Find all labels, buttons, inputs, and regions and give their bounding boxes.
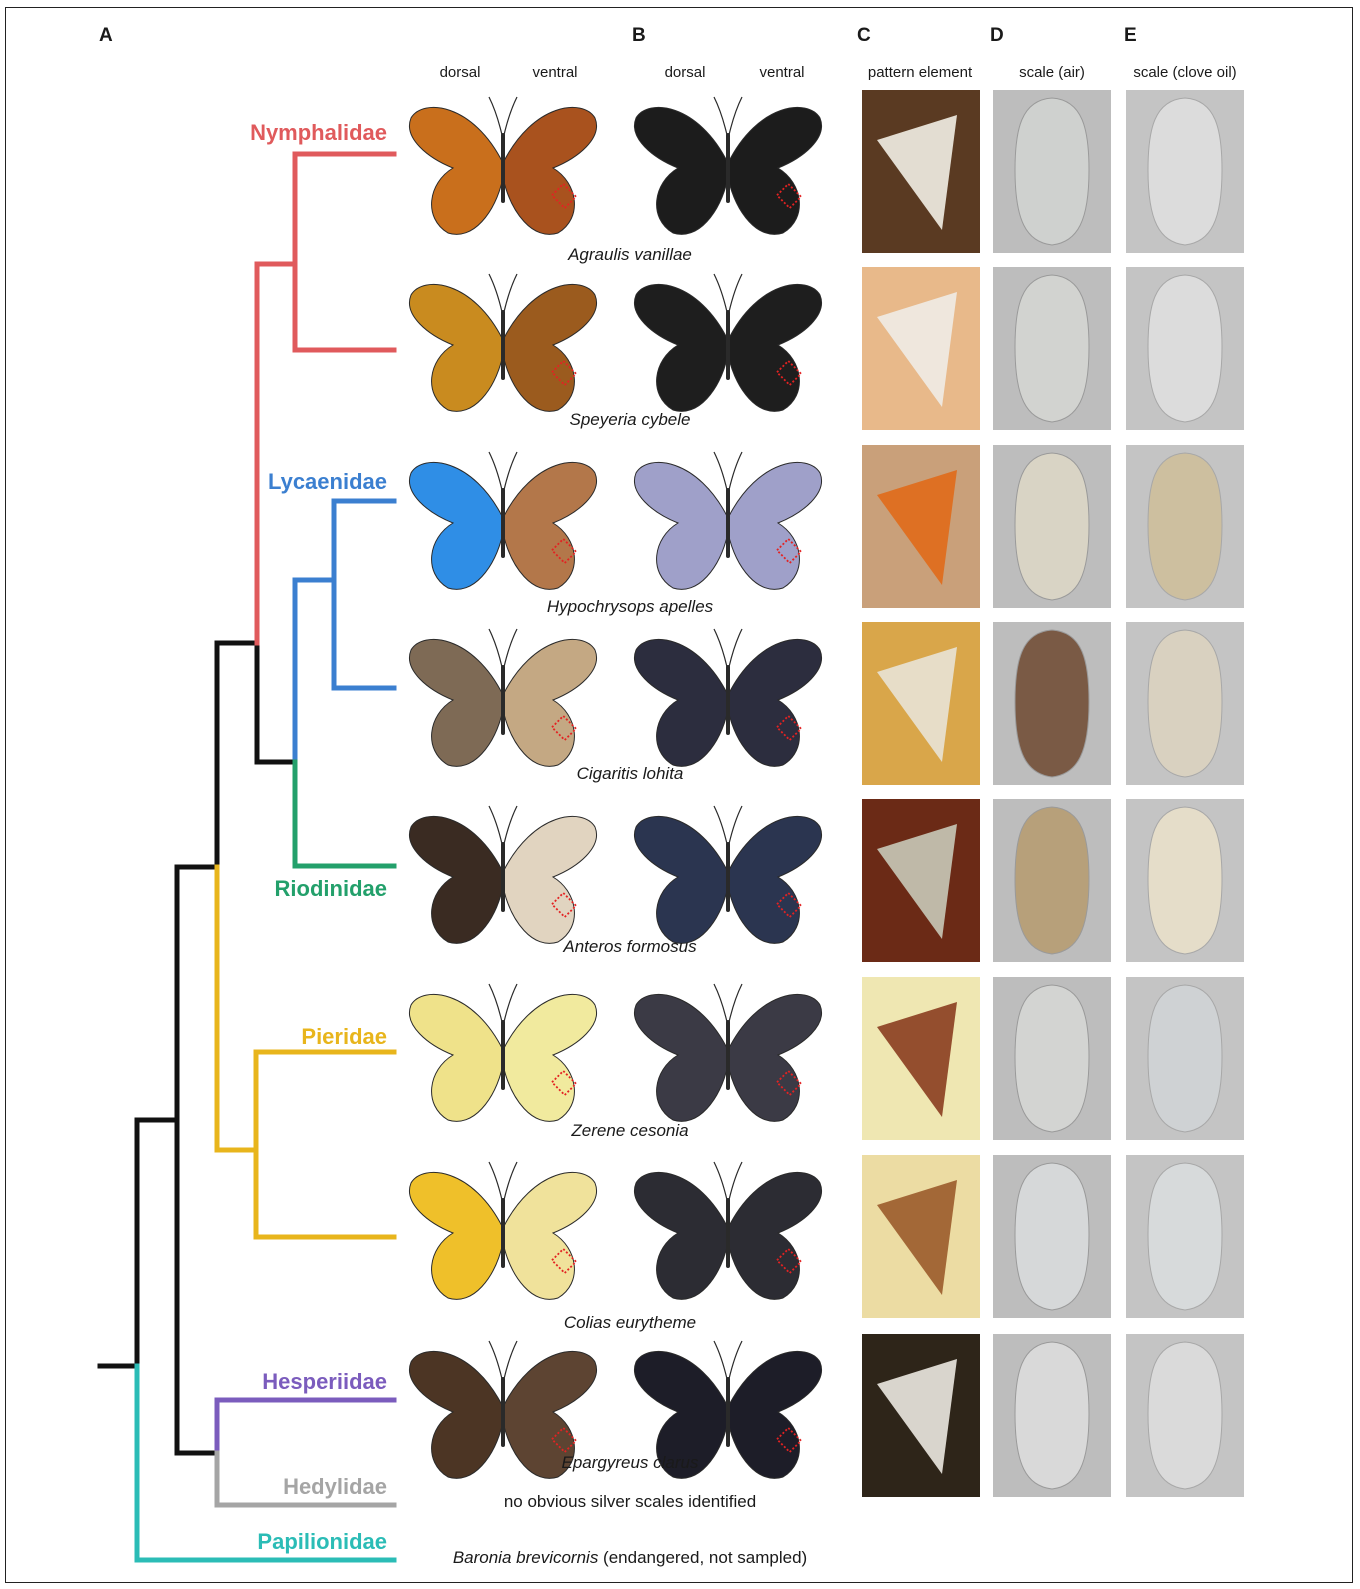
- scale-air-image: [993, 622, 1111, 785]
- family-label-lycaenidae: Lycaenidae: [127, 469, 387, 495]
- scale-air-image: [993, 1155, 1111, 1318]
- pattern-element-image: [862, 445, 980, 608]
- butterfly-color-image: [403, 802, 603, 952]
- scale-air-image: [993, 1334, 1111, 1497]
- papilionidae-species-name: Baronia brevicornis: [453, 1548, 599, 1567]
- scale-clove-oil-image: [1126, 1334, 1244, 1497]
- pattern-element-image: [862, 267, 980, 430]
- scale-air-image: [993, 977, 1111, 1140]
- butterfly-grayscale-image: [628, 270, 828, 420]
- scale-clove-oil-image: [1126, 445, 1244, 608]
- butterfly-color-image: [403, 625, 603, 775]
- scale-air-image: [993, 445, 1111, 608]
- family-label-riodinidae: Riodinidae: [127, 876, 387, 902]
- species-name: Agraulis vanillae: [380, 245, 880, 265]
- scale-clove-oil-image: [1126, 799, 1244, 962]
- scale-clove-oil-image: [1126, 622, 1244, 785]
- butterfly-color-image: [403, 1158, 603, 1308]
- butterfly-color-image: [403, 980, 603, 1130]
- papilionidae-note-text: (endangered, not sampled): [598, 1548, 807, 1567]
- species-name: Cigaritis lohita: [380, 764, 880, 784]
- scale-clove-oil-image: [1126, 1155, 1244, 1318]
- species-name: Speyeria cybele: [380, 410, 880, 430]
- butterfly-grayscale-image: [628, 980, 828, 1130]
- butterfly-grayscale-image: [628, 448, 828, 598]
- species-name: Zerene cesonia: [380, 1121, 880, 1141]
- butterfly-grayscale-image: [628, 802, 828, 952]
- butterfly-color-image: [403, 448, 603, 598]
- species-name: Anteros formosus: [380, 937, 880, 957]
- butterfly-grayscale-image: [628, 1158, 828, 1308]
- hedylidae-note: no obvious silver scales identified: [350, 1492, 910, 1512]
- scale-air-image: [993, 267, 1111, 430]
- butterfly-color-image: [403, 270, 603, 420]
- scale-air-image: [993, 90, 1111, 253]
- scale-clove-oil-image: [1126, 977, 1244, 1140]
- species-name: Hypochrysops apelles: [380, 597, 880, 617]
- family-label-nymphalidae: Nymphalidae: [127, 120, 387, 146]
- family-label-hedylidae: Hedylidae: [127, 1474, 387, 1500]
- species-name: Epargyreus clarus: [380, 1453, 880, 1473]
- butterfly-grayscale-image: [628, 625, 828, 775]
- scale-clove-oil-image: [1126, 267, 1244, 430]
- pattern-element-image: [862, 90, 980, 253]
- family-label-papilionidae: Papilionidae: [127, 1529, 387, 1555]
- species-name: Colias eurytheme: [380, 1313, 880, 1333]
- family-label-pieridae: Pieridae: [127, 1024, 387, 1050]
- papilionidae-note: Baronia brevicornis (endangered, not sam…: [350, 1548, 910, 1568]
- scale-clove-oil-image: [1126, 90, 1244, 253]
- pattern-element-image: [862, 1155, 980, 1318]
- pattern-element-image: [862, 977, 980, 1140]
- butterfly-color-image: [403, 93, 603, 243]
- pattern-element-image: [862, 622, 980, 785]
- butterfly-grayscale-image: [628, 93, 828, 243]
- scale-air-image: [993, 799, 1111, 962]
- family-label-hesperiidae: Hesperiidae: [127, 1369, 387, 1395]
